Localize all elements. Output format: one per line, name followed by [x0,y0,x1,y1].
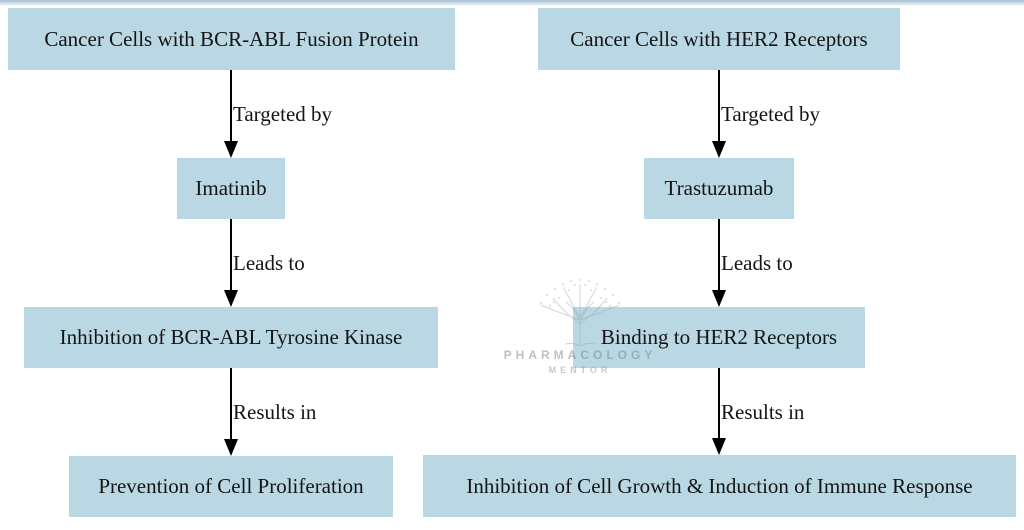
node-trastuzumab: Trastuzumab [644,158,794,219]
arrowhead-down-icon [712,290,726,307]
node-prevention-cell-proliferation: Prevention of Cell Proliferation [69,456,393,517]
top-border-strip [0,0,1024,5]
edge-label-leads-to-right: Leads to [721,251,793,275]
arrowhead-down-icon [712,438,726,455]
arrow-line [230,368,232,439]
node-cancer-cells-her2: Cancer Cells with HER2 Receptors [538,8,900,70]
arrowhead-down-icon [712,141,726,158]
arrow-line [230,70,232,141]
arrowhead-down-icon [224,141,238,158]
arrow-line [718,219,720,290]
node-imatinib: Imatinib [177,158,285,219]
edge-label-targeted-by-left: Targeted by [233,102,333,126]
edge-label-leads-to-left: Leads to [233,251,305,275]
edge-label-results-in-right: Results in [721,400,805,424]
arrowhead-down-icon [224,439,238,456]
node-inhibition-bcr-abl-kinase: Inhibition of BCR-ABL Tyrosine Kinase [24,307,438,368]
node-cancer-cells-bcr-abl: Cancer Cells with BCR-ABL Fusion Protein [8,8,455,70]
arrow-line [718,368,720,438]
edge-label-results-in-left: Results in [233,400,317,424]
arrow-line [718,70,720,141]
arrowhead-down-icon [224,290,238,307]
arrow-line [230,219,232,290]
node-binding-her2-receptors: Binding to HER2 Receptors [573,307,865,368]
node-inhibition-growth-immune-response: Inhibition of Cell Growth & Induction of… [423,455,1016,517]
edge-label-targeted-by-right: Targeted by [721,102,821,126]
